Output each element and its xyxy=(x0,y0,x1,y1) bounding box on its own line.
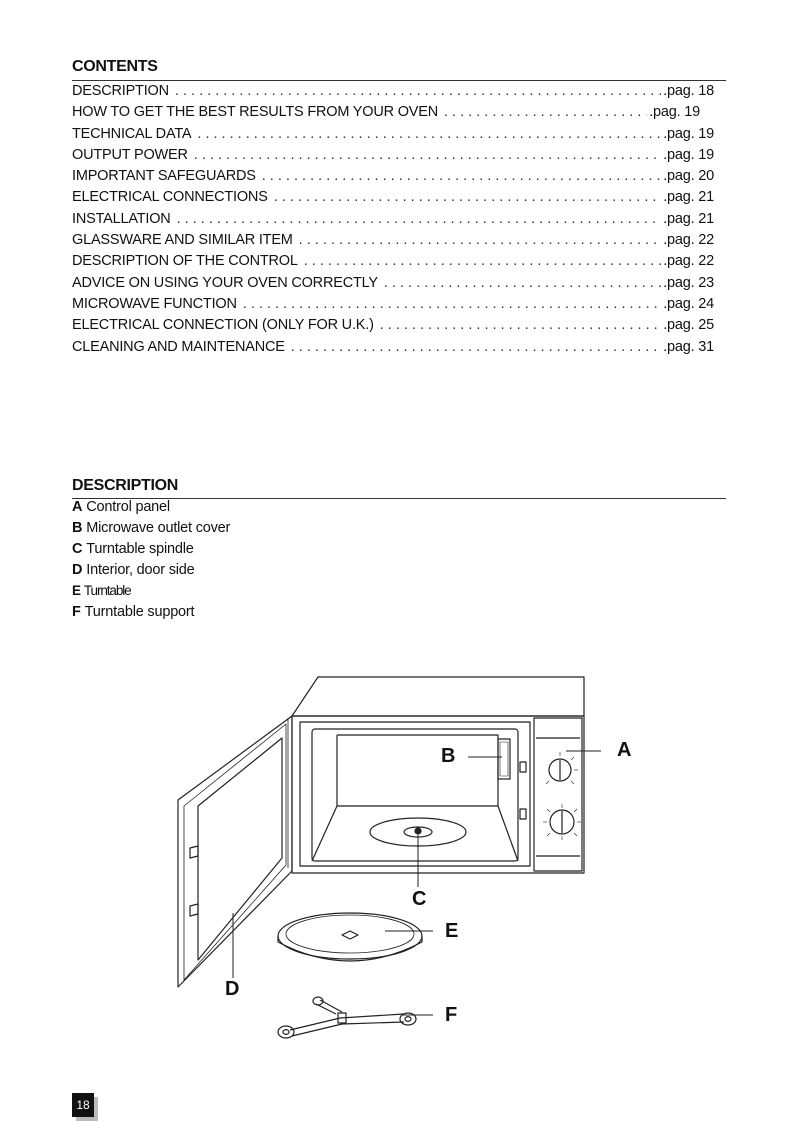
toc-entry[interactable]: IMPORTANT SAFEGUARDS .pag. 20 xyxy=(72,168,714,189)
toc-entry-title: OUTPUT POWER xyxy=(72,146,188,163)
toc-entry-title: ADVICE ON USING YOUR OVEN CORRECTLY xyxy=(72,274,378,291)
toc-entry-title: INSTALLATION xyxy=(72,210,171,227)
oven-cavity xyxy=(311,728,519,862)
turntable-support xyxy=(277,996,417,1039)
toc-entry-title: DESCRIPTION OF THE CONTROL xyxy=(72,253,298,270)
cavity-floor-edge-left xyxy=(311,805,338,862)
part-letter: C xyxy=(72,541,83,557)
toc-entry-page: .pag. 19 xyxy=(663,125,714,142)
part-letter: A xyxy=(72,499,83,515)
callout-label-e: E xyxy=(445,920,459,942)
door-latch-top xyxy=(189,845,199,859)
part-text: Microwave outlet cover xyxy=(86,520,231,536)
toc-entry-page: .pag. 19 xyxy=(649,104,700,121)
cavity-floor-edge-right xyxy=(497,805,519,862)
toc-entry-page: .pag. 22 xyxy=(663,232,714,249)
toc-entry-title: HOW TO GET THE BEST RESULTS FROM YOUR OV… xyxy=(72,104,438,121)
toc-entry-title: ELECTRICAL CONNECTIONS xyxy=(72,189,268,206)
callout-label-b: B xyxy=(441,745,456,767)
toc-entry[interactable]: MICROWAVE FUNCTION .pag. 24 xyxy=(72,296,714,317)
toc-entry-page: .pag. 31 xyxy=(663,338,714,355)
toc-entry-title: MICROWAVE FUNCTION xyxy=(72,295,237,312)
toc-entry[interactable]: DESCRIPTION .pag. 18 xyxy=(72,83,714,104)
toc-entry-title: TECHNICAL DATA xyxy=(72,125,192,142)
toc-entry[interactable]: GLASSWARE AND SIMILAR ITEM .pag. 22 xyxy=(72,232,714,253)
toc-entry-title: ELECTRICAL CONNECTION (ONLY FOR U.K.) xyxy=(72,317,374,334)
toc-entry-title: IMPORTANT SAFEGUARDS xyxy=(72,168,256,185)
toc-entry-page: .pag. 21 xyxy=(663,210,714,227)
control-panel[interactable] xyxy=(533,717,583,872)
callout-label-a: A xyxy=(617,739,632,761)
part-letter: D xyxy=(72,562,83,578)
latch-hole-top xyxy=(519,761,527,773)
part-text: Control panel xyxy=(86,499,170,515)
callout-label-f: F xyxy=(445,1004,458,1026)
description-rule xyxy=(72,498,726,499)
table-of-contents: DESCRIPTION .pag. 18 HOW TO GET THE BEST … xyxy=(72,83,714,360)
toc-entry[interactable]: DESCRIPTION OF THE CONTROL .pag. 22 xyxy=(72,253,714,274)
toc-entry-title: CLEANING AND MAINTENANCE xyxy=(72,338,285,355)
door-window xyxy=(197,737,283,961)
toc-entry-title: DESCRIPTION xyxy=(72,83,169,99)
callout-label-c: C xyxy=(412,888,427,910)
outlet-cover xyxy=(497,738,511,780)
toc-entry[interactable]: ELECTRICAL CONNECTIONS .pag. 21 xyxy=(72,189,714,210)
turntable-glass-rim xyxy=(285,914,415,954)
turntable-glass-edge xyxy=(277,936,423,962)
toc-entry[interactable]: ELECTRICAL CONNECTION (ONLY FOR U.K.) .pa… xyxy=(72,317,714,338)
part-letter: F xyxy=(72,604,81,620)
turntable-coupling xyxy=(341,930,359,940)
door-frame xyxy=(299,721,531,867)
timer-knob[interactable] xyxy=(549,809,575,835)
part-text: Interior, door side xyxy=(86,562,195,578)
contents-heading: CONTENTS xyxy=(72,58,158,75)
cabinet-top xyxy=(291,676,585,717)
part-text: Turntable xyxy=(83,583,132,598)
toc-entry[interactable]: HOW TO GET THE BEST RESULTS FROM YOUR OV… xyxy=(72,104,700,125)
part-text: Turntable support xyxy=(84,604,195,620)
toc-entry-page: .pag. 22 xyxy=(663,253,714,270)
description-heading: DESCRIPTION xyxy=(72,477,179,494)
open-door[interactable] xyxy=(177,715,293,988)
part-text: Turntable spindle xyxy=(86,541,194,557)
door-latch-bottom xyxy=(189,903,199,917)
power-knob[interactable] xyxy=(548,758,572,782)
turntable-spindle xyxy=(414,827,422,835)
page-number: 18 xyxy=(72,1093,94,1117)
latch-hole-bottom xyxy=(519,808,527,820)
door-inner-edge xyxy=(183,723,287,981)
cabinet-front xyxy=(291,715,585,874)
toc-entry[interactable]: OUTPUT POWER .pag. 19 xyxy=(72,147,714,168)
callout-label-d: D xyxy=(225,978,240,1000)
toc-entry-page: .pag. 21 xyxy=(663,189,714,206)
knob-markings xyxy=(543,752,581,840)
toc-entry[interactable]: INSTALLATION .pag. 21 xyxy=(72,211,714,232)
toc-entry-page: .pag. 18 xyxy=(663,83,714,99)
toc-entry-page: .pag. 19 xyxy=(663,146,714,163)
toc-entry-title: GLASSWARE AND SIMILAR ITEM xyxy=(72,232,293,249)
callout-lines xyxy=(232,750,601,1016)
part-letter: E xyxy=(72,583,81,598)
toc-entry-page: .pag. 24 xyxy=(663,295,714,312)
toc-entry[interactable]: CLEANING AND MAINTENANCE .pag. 31 xyxy=(72,339,714,360)
contents-rule xyxy=(72,80,726,81)
part-letter: B xyxy=(72,520,83,536)
toc-entry[interactable]: TECHNICAL DATA .pag. 19 xyxy=(72,126,714,147)
toc-entry[interactable]: ADVICE ON USING YOUR OVEN CORRECTLY .pag.… xyxy=(72,275,714,296)
outlet-cover-inner xyxy=(499,741,509,777)
toc-entry-page: .pag. 20 xyxy=(663,168,714,185)
cavity-back-edge xyxy=(337,734,499,806)
toc-entry-page: .pag. 23 xyxy=(663,274,714,291)
toc-entry-page: .pag. 25 xyxy=(663,317,714,334)
